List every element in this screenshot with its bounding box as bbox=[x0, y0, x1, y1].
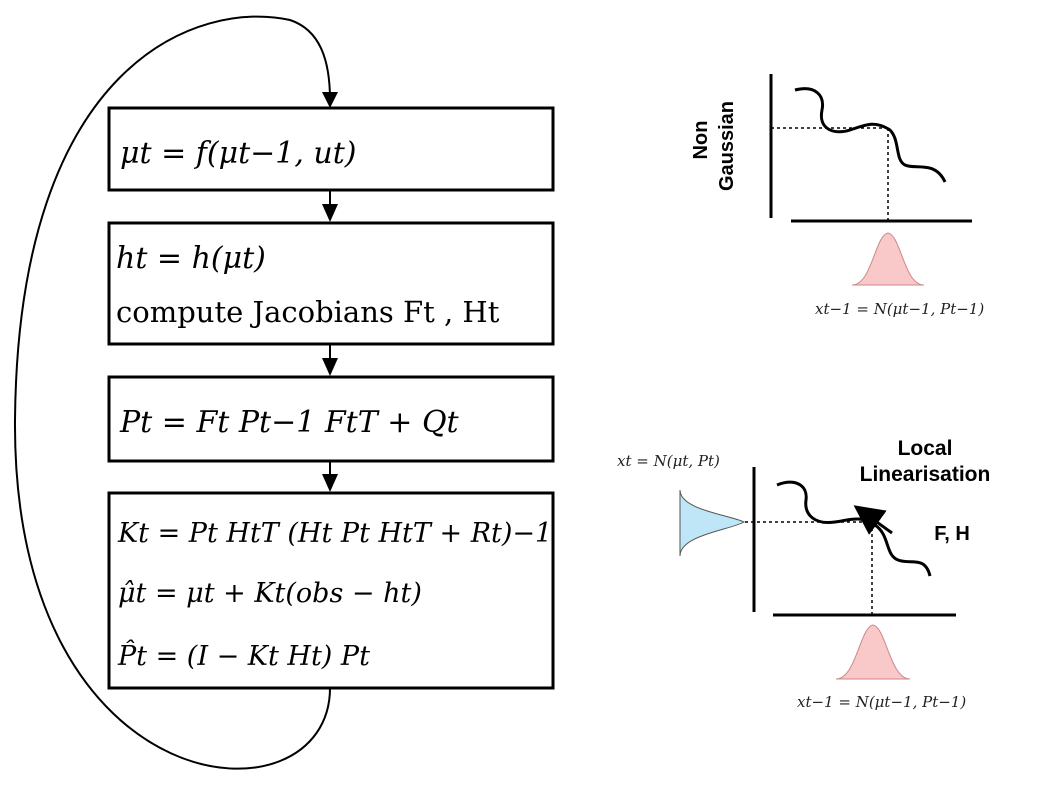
nonlinear-function-curve bbox=[776, 480, 932, 577]
loop-arrowhead bbox=[322, 92, 338, 108]
input-distribution-caption: xt−1 = N(μt−1, Pt−1) bbox=[815, 300, 984, 318]
jacobian-box: ht = h(μt) compute Jacobians Ft , Ht bbox=[107, 221, 555, 346]
linearisation-label: Linearisation bbox=[860, 463, 991, 486]
nonlinear-function-curve bbox=[794, 87, 947, 183]
local-linearisation-plot: Local Linearisation xt = N(μt, Pt) F, H … bbox=[617, 437, 990, 711]
output-gaussian bbox=[679, 489, 746, 557]
prediction-mean-equation: μt = f(μt−1, ut) bbox=[120, 136, 357, 171]
input-gaussian bbox=[835, 624, 911, 680]
output-distribution-caption: xt = N(μt, Pt) bbox=[617, 452, 720, 470]
kalman-gain-equation: Kt = Pt HtT (Ht Pt HtT + Rt)−1 bbox=[117, 518, 552, 549]
local-label: Local bbox=[898, 437, 953, 460]
gaussian-label: Gaussian bbox=[716, 101, 738, 191]
prediction-mean-box: μt = f(μt−1, ut) bbox=[107, 106, 555, 192]
update-box: Kt = Pt HtT (Ht Pt HtT + Rt)−1 μ̂t = μt … bbox=[107, 491, 555, 690]
input-distribution-caption: xt−1 = N(μt−1, Pt−1) bbox=[797, 693, 966, 711]
covariance-prediction-box: Pt = Ft Pt−1 FtT + Qt bbox=[107, 375, 555, 463]
measurement-prediction-equation: ht = h(μt) bbox=[116, 241, 266, 276]
loop-arrow bbox=[13, 15, 331, 770]
non-gaussian-plot: Non Gaussian xt−1 = N(μt−1, Pt−1) bbox=[690, 74, 984, 318]
covariance-prediction-equation: Pt = Ft Pt−1 FtT + Qt bbox=[119, 405, 460, 440]
jacobian-text: compute Jacobians Ft , Ht bbox=[116, 295, 500, 329]
input-gaussian bbox=[851, 232, 925, 286]
covariance-update-equation: P̂t = (I − Kt Ht) Pt bbox=[117, 639, 370, 672]
mean-update-equation: μ̂t = μt + Kt(obs − ht) bbox=[118, 578, 422, 609]
fh-label: F, H bbox=[934, 523, 970, 545]
flow-connectors bbox=[322, 190, 338, 492]
non-label: Non bbox=[690, 121, 712, 160]
tangent-arrow bbox=[853, 505, 893, 535]
